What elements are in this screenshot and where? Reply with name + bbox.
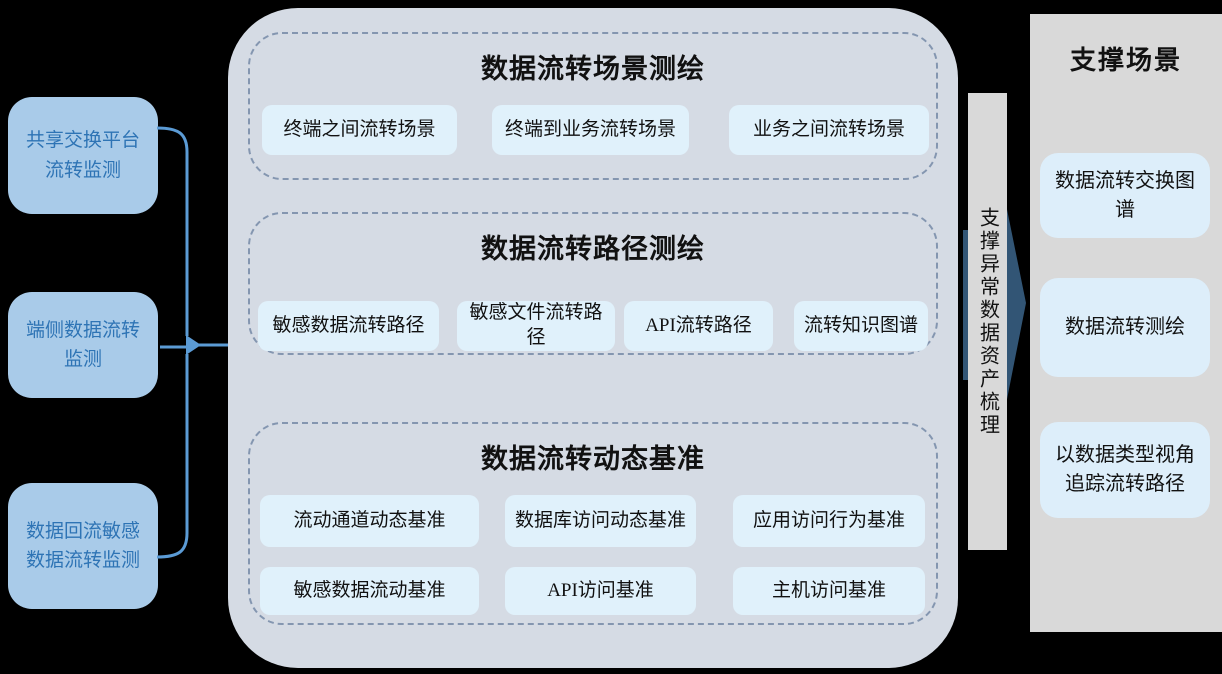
node-api-access-baseline: API访问基准 xyxy=(505,567,696,615)
node-flow-mapping: 数据流转测绘 xyxy=(1040,278,1210,377)
mapping-container: 数据流转场景测绘 终端之间流转场景 终端到业务流转场景 业务之间流转场景 数据流… xyxy=(228,8,958,668)
node-terminal-to-business: 终端到业务流转场景 xyxy=(492,105,689,155)
brace-connector xyxy=(156,126,228,559)
node-exchange-graph: 数据流转交换图谱 xyxy=(1040,153,1210,238)
source-box-backflow: 数据回流敏感数据流转监测 xyxy=(8,483,158,609)
node-host-access-baseline: 主机访问基准 xyxy=(733,567,925,615)
node-data-type-tracking: 以数据类型视角追踪流转路径 xyxy=(1040,422,1210,518)
node-sensitive-data-path: 敏感数据流转路径 xyxy=(258,301,439,351)
support-bar-label: 支撑异常数据资产梳理 xyxy=(976,206,999,437)
section-dynamic-baseline: 数据流转动态基准 流动通道动态基准 数据库访问动态基准 应用访问行为基准 敏感数… xyxy=(248,422,938,625)
support-bar: 支撑异常数据资产梳理 xyxy=(968,93,1007,550)
node-sensitive-flow-baseline: 敏感数据流动基准 xyxy=(260,567,479,615)
source-box-share-exchange: 共享交换平台流转监测 xyxy=(8,97,158,214)
node-business-to-business: 业务之间流转场景 xyxy=(729,105,929,155)
section-scene-mapping: 数据流转场景测绘 终端之间流转场景 终端到业务流转场景 业务之间流转场景 xyxy=(248,32,938,180)
node-channel-baseline: 流动通道动态基准 xyxy=(260,495,479,547)
node-app-access-baseline: 应用访问行为基准 xyxy=(733,495,925,547)
node-knowledge-graph: 流转知识图谱 xyxy=(794,301,928,351)
section-dynamic-baseline-title: 数据流转动态基准 xyxy=(481,444,705,474)
support-scenarios-panel: 支撑场景 数据流转交换图谱 数据流转测绘 以数据类型视角追踪流转路径 xyxy=(1030,14,1222,632)
brace-cusp xyxy=(186,335,201,355)
node-terminal-to-terminal: 终端之间流转场景 xyxy=(262,105,457,155)
section-path-mapping: 数据流转路径测绘 敏感数据流转路径 敏感文件流转路径 API流转路径 流转知识图… xyxy=(248,212,938,355)
support-scenarios-title: 支撑场景 xyxy=(1069,46,1182,75)
source-box-endpoint: 端侧数据流转监测 xyxy=(8,292,158,398)
node-api-path: API流转路径 xyxy=(624,301,773,351)
section-scene-mapping-title: 数据流转场景测绘 xyxy=(481,54,705,84)
section-path-mapping-title: 数据流转路径测绘 xyxy=(481,234,705,264)
node-sensitive-file-path: 敏感文件流转路径 xyxy=(457,301,615,351)
node-database-baseline: 数据库访问动态基准 xyxy=(505,495,696,547)
